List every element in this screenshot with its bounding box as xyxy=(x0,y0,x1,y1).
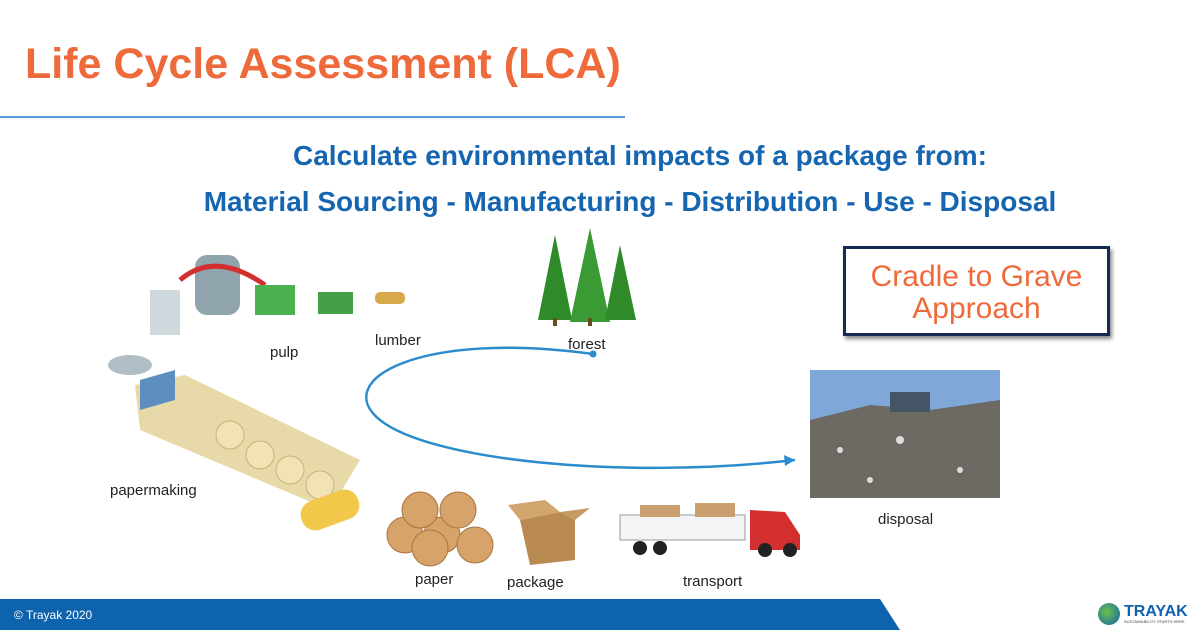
cradle-to-grave-callout: Cradle to Grave Approach xyxy=(843,246,1110,336)
label-papermaking: papermaking xyxy=(110,482,197,499)
label-disposal: disposal xyxy=(878,511,934,528)
subtitle-line-1: Calculate environmental impacts of a pac… xyxy=(293,140,987,171)
slide-title: Life Cycle Assessment (LCA) xyxy=(25,40,621,88)
label-pulp: pulp xyxy=(270,344,299,361)
label-lumber: lumber xyxy=(375,332,421,349)
callout-line-1: Cradle to Grave xyxy=(870,260,1083,293)
globe-icon xyxy=(1098,603,1120,625)
landfill-image xyxy=(810,370,1000,498)
papermaking-machine-image xyxy=(135,370,360,531)
callout-line-2: Approach xyxy=(912,292,1041,325)
forest-image xyxy=(538,228,636,326)
title-divider xyxy=(0,116,625,118)
label-package: package xyxy=(507,574,564,591)
package-box-image xyxy=(508,500,590,565)
footer-bar xyxy=(0,599,900,630)
truck-image xyxy=(619,503,800,557)
subtitle-line-2: Material Sourcing - Manufacturing - Dist… xyxy=(203,186,1057,217)
lifecycle-illustration xyxy=(108,228,1000,567)
trayak-logo: TRAYAK SUSTAINABILITY STARTS HERE xyxy=(1098,603,1188,625)
paper-rolls-image xyxy=(386,491,494,567)
lifecycle-arrow xyxy=(365,346,796,470)
copyright-text: © Trayak 2020 xyxy=(14,608,93,622)
label-forest: forest xyxy=(568,336,606,353)
label-transport: transport xyxy=(683,573,743,590)
logo-tagline: SUSTAINABILITY STARTS HERE xyxy=(1124,619,1185,624)
logo-text: TRAYAK xyxy=(1124,603,1188,620)
label-paper: paper xyxy=(415,571,454,588)
pulp-mill-image xyxy=(108,255,405,375)
